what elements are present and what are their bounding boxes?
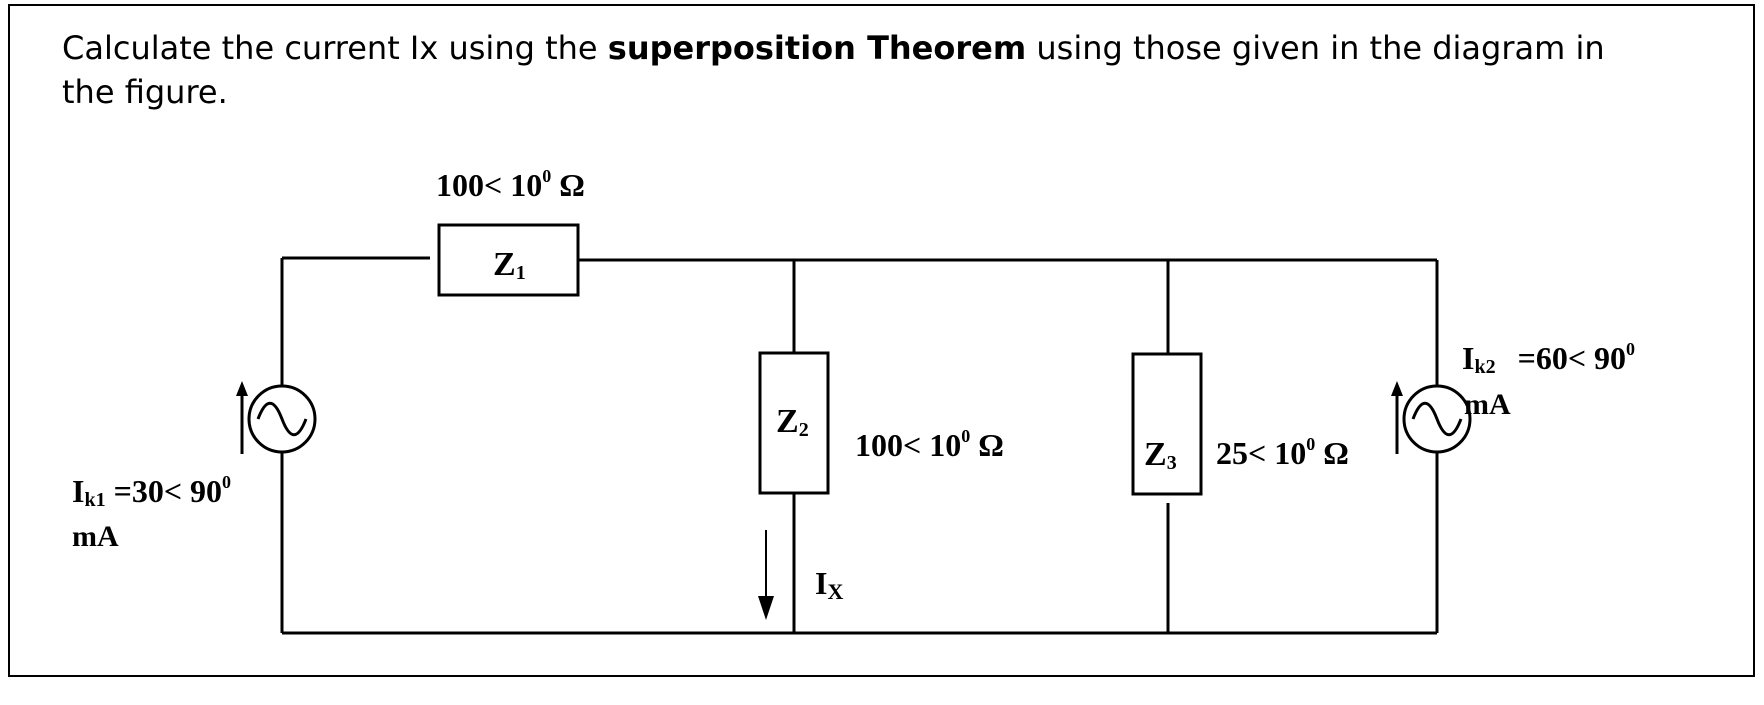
ik2-label: Ik2=60< 900	[1462, 339, 1635, 378]
z1-name: Z1	[493, 246, 526, 284]
z2-name: Z2	[776, 403, 809, 441]
question-text: Calculate the current Ix using the super…	[62, 26, 1622, 114]
ix-arrow-icon	[758, 530, 774, 620]
z2-resistor	[758, 351, 830, 495]
z1-resistor	[437, 223, 580, 297]
question-part1: Calculate the current Ix using the	[62, 29, 608, 67]
ik1-label: Ik1 =30< 900	[72, 472, 231, 511]
z3-name: Z3	[1144, 436, 1177, 474]
z3-value: 25< 100 Ω	[1216, 434, 1349, 471]
wires	[280, 256, 1439, 635]
ik1-unit: mA	[72, 520, 119, 553]
question-bold: superposition Theorem	[607, 29, 1027, 67]
figure-frame	[8, 4, 1755, 677]
z3-resistor	[1131, 352, 1203, 496]
z2-value: 100< 100 Ω	[855, 426, 1004, 463]
z1-value: 100< 100 Ω	[436, 166, 585, 203]
ik2-source-icon	[1391, 381, 1472, 454]
ik2-unit: mA	[1464, 388, 1511, 421]
ik1-source-icon	[236, 381, 317, 454]
ix-label: IX	[815, 565, 843, 604]
question-part2: using those given in the diagram in the …	[62, 29, 1605, 111]
